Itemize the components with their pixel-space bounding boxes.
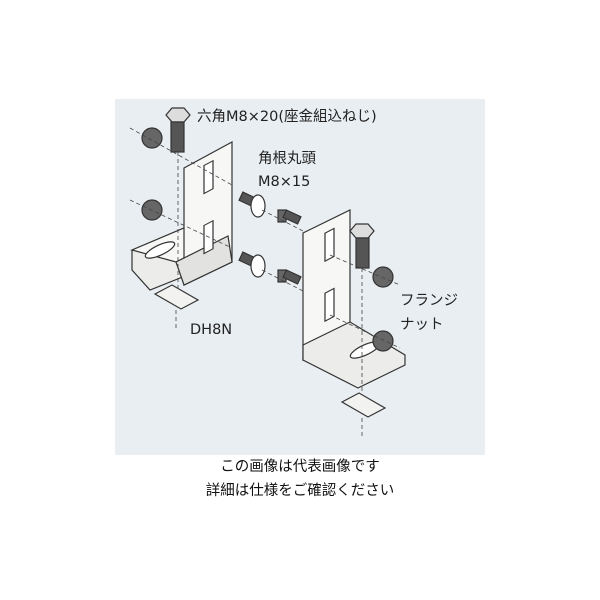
square-washer-icon <box>340 392 387 418</box>
flange-nut-label: フランジ <box>400 293 458 309</box>
flange-nut-label-2: ナット <box>400 317 444 333</box>
caption-line-2: 詳細は仕様をご確認ください <box>205 483 395 499</box>
carriage-bolt-icon <box>238 251 266 278</box>
model-label: DH8N <box>190 322 233 338</box>
square-washer-icon <box>153 284 200 310</box>
right-bracket <box>302 209 406 389</box>
left-bracket <box>130 140 233 291</box>
hex-bolt-icon <box>349 223 375 269</box>
carriage-bolt-icon <box>238 191 266 218</box>
carriage-bolt-label: 角根丸頭 <box>258 151 316 167</box>
flange-nut-icon <box>141 127 163 149</box>
hex-bolt-label: 六角M8×20(座金組込ねじ) <box>197 109 377 125</box>
hex-bolt-icon <box>165 107 191 153</box>
caption-line-1: この画像は代表画像です <box>220 459 380 475</box>
carriage-bolt-size: M8×15 <box>258 174 311 190</box>
hex-bolt-small-icon <box>277 269 302 285</box>
flange-nut-icon <box>372 330 394 352</box>
hex-bolt-small-icon <box>277 209 302 225</box>
flange-nut-icon <box>372 266 394 288</box>
